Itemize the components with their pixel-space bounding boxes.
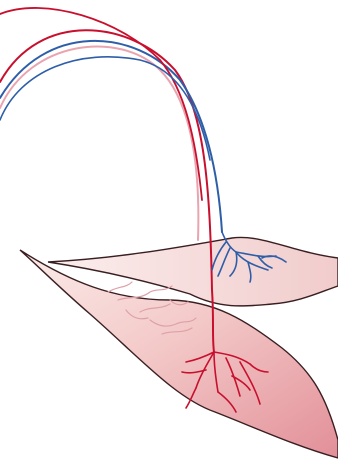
blue-vein-arch	[0, 41, 222, 232]
secondary-blue-arch	[0, 57, 210, 160]
secondary-red-arch	[0, 8, 202, 200]
